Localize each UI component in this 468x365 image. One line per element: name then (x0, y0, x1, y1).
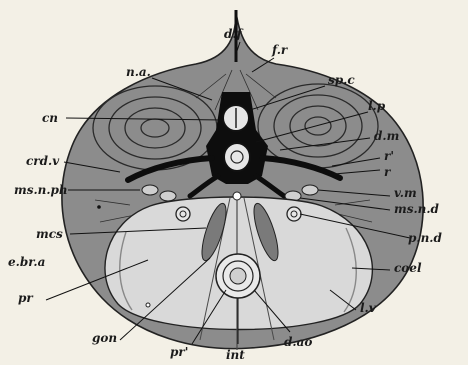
label-df: d.f (224, 27, 244, 41)
label-na: n.a. (126, 65, 151, 79)
label-pr-prime: pr' (170, 345, 188, 359)
label-crdv: crd.v (26, 154, 60, 168)
label-dm: d.m (374, 129, 399, 143)
label-ebra: e.br.a (8, 255, 45, 269)
label-coel: coel (394, 261, 422, 275)
label-int: int (226, 348, 245, 362)
label-lv: l.v (360, 301, 377, 315)
label-spc: sp.c (328, 73, 355, 87)
notochord (224, 143, 250, 171)
label-cn: cn (42, 111, 58, 125)
intestine (216, 254, 260, 298)
label-vm: v.m (394, 186, 417, 200)
label-gon: gon (92, 331, 117, 345)
label-mcs: mcs (36, 227, 63, 241)
label-msnd: ms.n.d (394, 202, 440, 216)
label-dao: d.ao (284, 335, 312, 349)
label-lp: l.p (368, 99, 386, 113)
label-pnd: p.n.d (408, 231, 442, 245)
label-fr: f.r (271, 43, 289, 57)
label-pr: pr (18, 291, 34, 305)
label-r-prime: r' (384, 149, 394, 163)
dorsal-aorta (233, 192, 241, 200)
label-msnph: ms.n.ph (14, 183, 68, 197)
